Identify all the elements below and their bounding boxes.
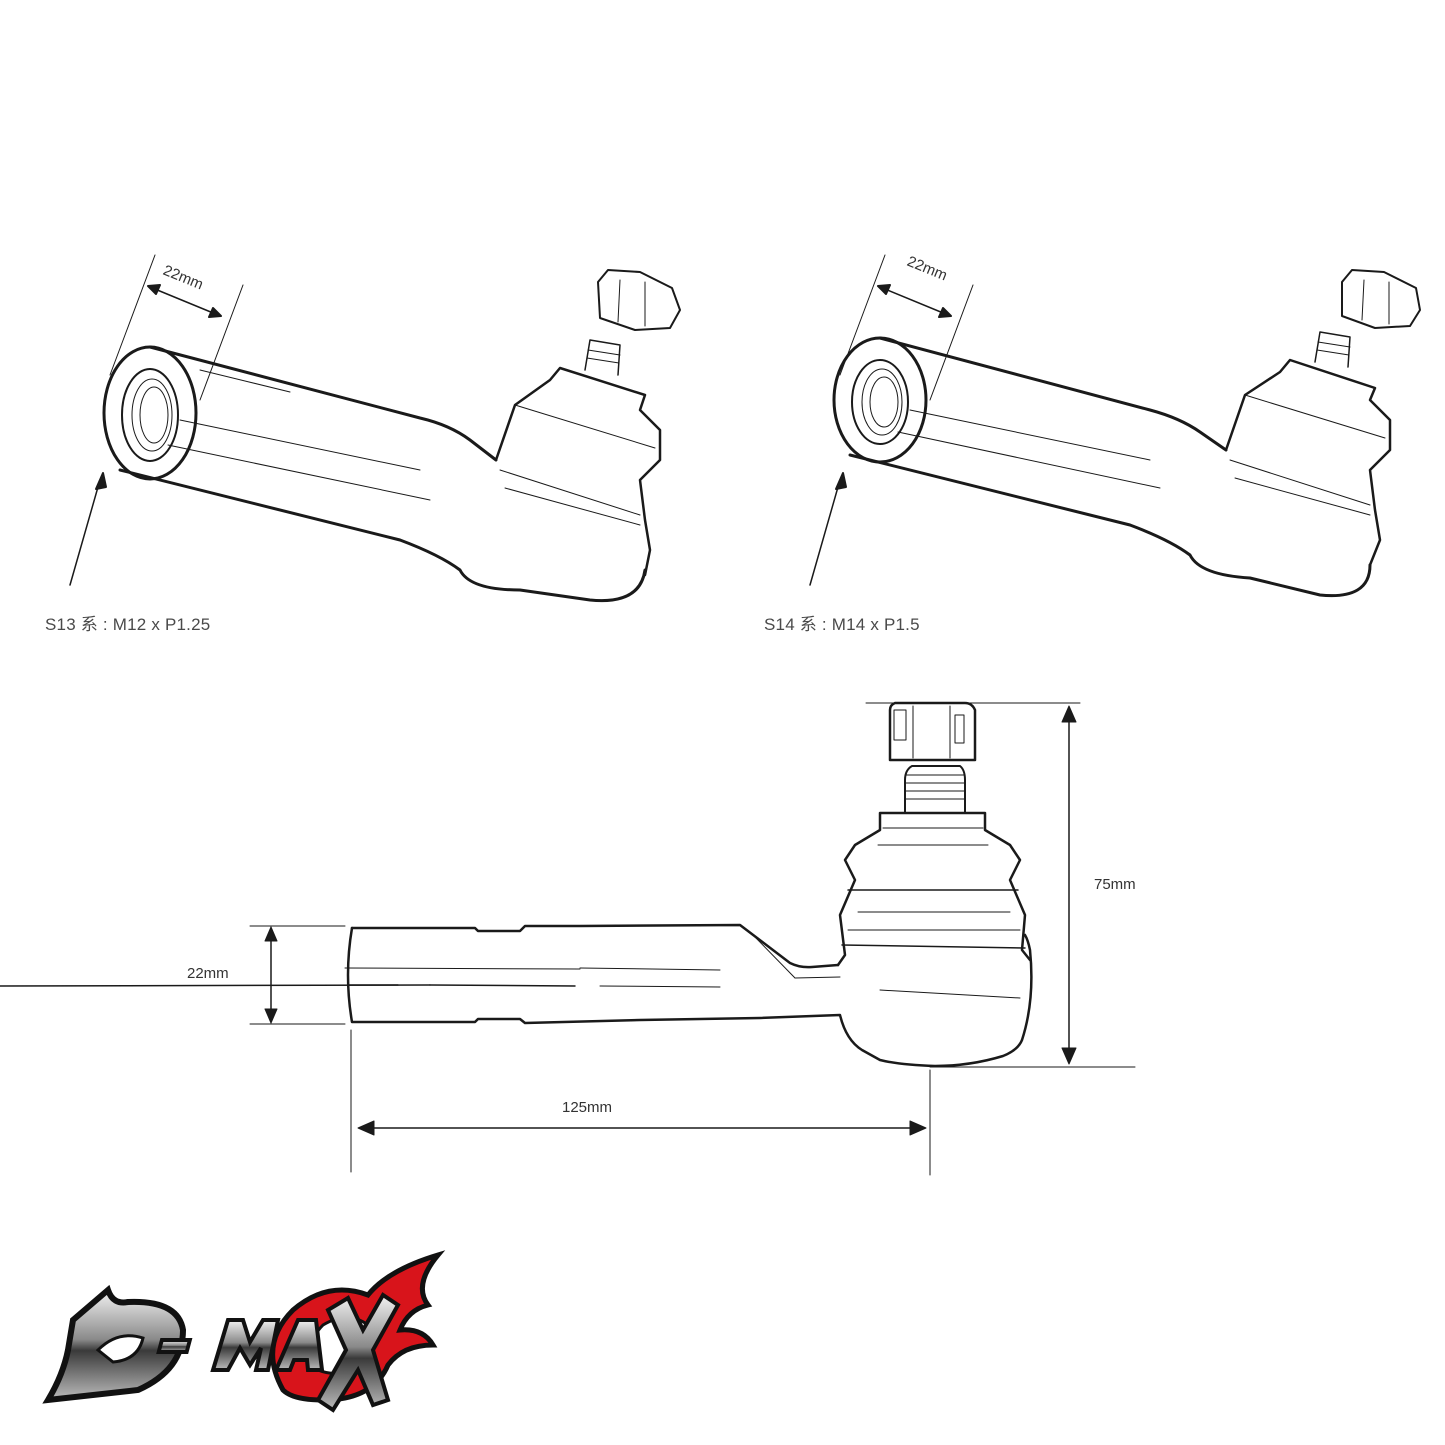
side-view-shaft-diameter-label: 22mm <box>187 965 229 982</box>
side-view-height-label: 75mm <box>1094 876 1136 893</box>
d-max-logo <box>42 1250 446 1413</box>
tie-rod-end-drawing-s14 <box>809 254 1421 598</box>
side-view-length-label: 125mm <box>562 1099 613 1116</box>
s13-thread-spec-caption: S13 系 : M12 x P1.25 <box>45 615 211 634</box>
s14-thread-spec-caption: S14 系 : M14 x P1.5 <box>764 615 920 634</box>
